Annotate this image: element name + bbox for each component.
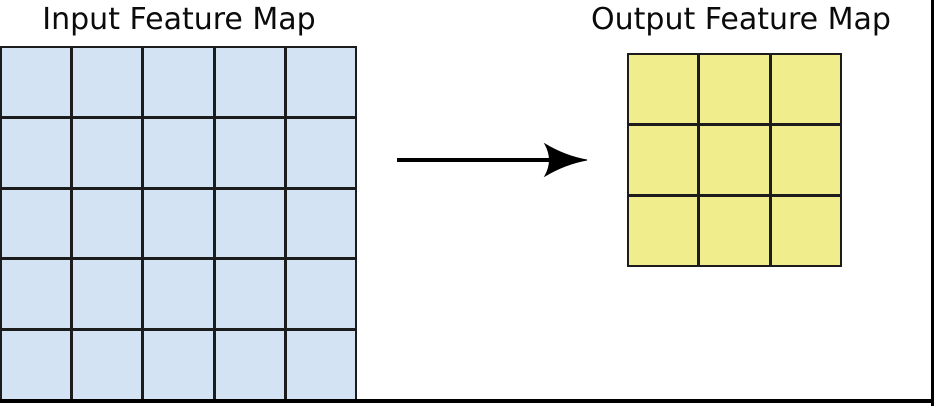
grid-cell — [286, 48, 355, 116]
figure-right-border — [931, 0, 934, 406]
grid-cell — [629, 197, 698, 265]
grid-cell — [2, 118, 71, 187]
grid-cell — [215, 260, 284, 329]
grid-cell — [286, 331, 355, 399]
grid-cell — [286, 260, 355, 329]
grid-cell — [215, 118, 284, 187]
grid-cell — [771, 197, 840, 265]
grid-cell — [771, 126, 840, 194]
grid-cell — [73, 48, 142, 116]
grid-cell — [629, 55, 698, 123]
grid-cell — [144, 48, 213, 116]
grid-cell — [286, 189, 355, 258]
grid-cell — [144, 118, 213, 187]
grid-cell — [144, 260, 213, 329]
input-feature-grid — [0, 46, 357, 401]
grid-cell — [700, 126, 769, 194]
output-map-title: Output Feature Map — [591, 2, 891, 37]
grid-cell — [73, 189, 142, 258]
grid-cell — [215, 331, 284, 399]
figure-bottom-border — [0, 399, 934, 403]
output-feature-grid — [627, 53, 842, 267]
grid-cell — [73, 260, 142, 329]
grid-cell — [286, 118, 355, 187]
grid-cell — [2, 189, 71, 258]
grid-cell — [629, 126, 698, 194]
grid-cell — [215, 189, 284, 258]
right-arrow-icon — [397, 142, 588, 178]
grid-cell — [2, 260, 71, 329]
grid-cell — [771, 55, 840, 123]
grid-cell — [73, 331, 142, 399]
grid-cell — [144, 189, 213, 258]
grid-cell — [2, 48, 71, 116]
grid-cell — [700, 55, 769, 123]
grid-cell — [73, 118, 142, 187]
grid-cell — [700, 197, 769, 265]
input-map-title: Input Feature Map — [42, 2, 316, 37]
arrow-head — [543, 142, 588, 178]
grid-cell — [144, 331, 213, 399]
grid-cell — [215, 48, 284, 116]
grid-cell — [2, 331, 71, 399]
